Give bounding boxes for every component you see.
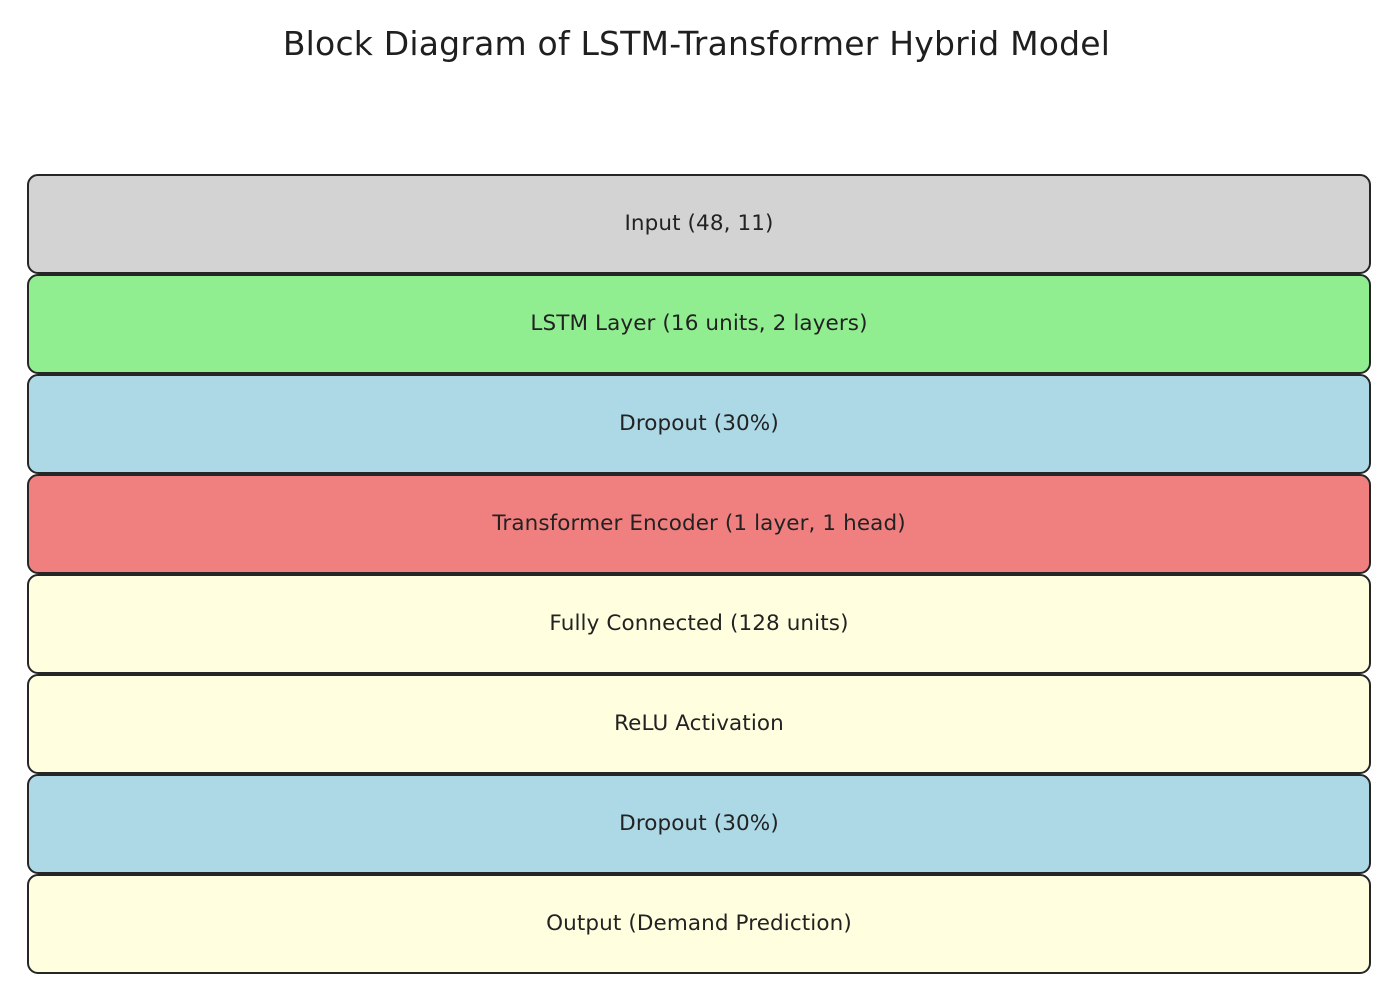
page-title: Block Diagram of LSTM-Transformer Hybrid… — [282, 24, 1111, 63]
diagram-block-fully-connected: Fully Connected (128 units) — [27, 574, 1371, 674]
diagram-block-output: Output (Demand Prediction) — [27, 874, 1371, 974]
diagram-block-label: ReLU Activation — [614, 711, 784, 736]
diagram-block-dropout-2: Dropout (30%) — [27, 774, 1371, 874]
diagram-block-label: Dropout (30%) — [619, 411, 779, 436]
diagram-block-label: Transformer Encoder (1 layer, 1 head) — [492, 511, 906, 536]
diagram-block-label: Dropout (30%) — [619, 811, 779, 836]
diagram-block-relu: ReLU Activation — [27, 674, 1371, 774]
diagram-block-dropout-1: Dropout (30%) — [27, 374, 1371, 474]
diagram-block-input: Input (48, 11) — [27, 174, 1371, 274]
block-stack: Input (48, 11) LSTM Layer (16 units, 2 l… — [27, 174, 1371, 974]
diagram-block-label: LSTM Layer (16 units, 2 layers) — [530, 311, 868, 336]
diagram-block-transformer: Transformer Encoder (1 layer, 1 head) — [27, 474, 1371, 574]
diagram-block-label: Output (Demand Prediction) — [546, 911, 852, 936]
diagram-block-lstm: LSTM Layer (16 units, 2 layers) — [27, 274, 1371, 374]
diagram-block-label: Fully Connected (128 units) — [549, 611, 849, 636]
diagram-block-label: Input (48, 11) — [624, 211, 774, 236]
